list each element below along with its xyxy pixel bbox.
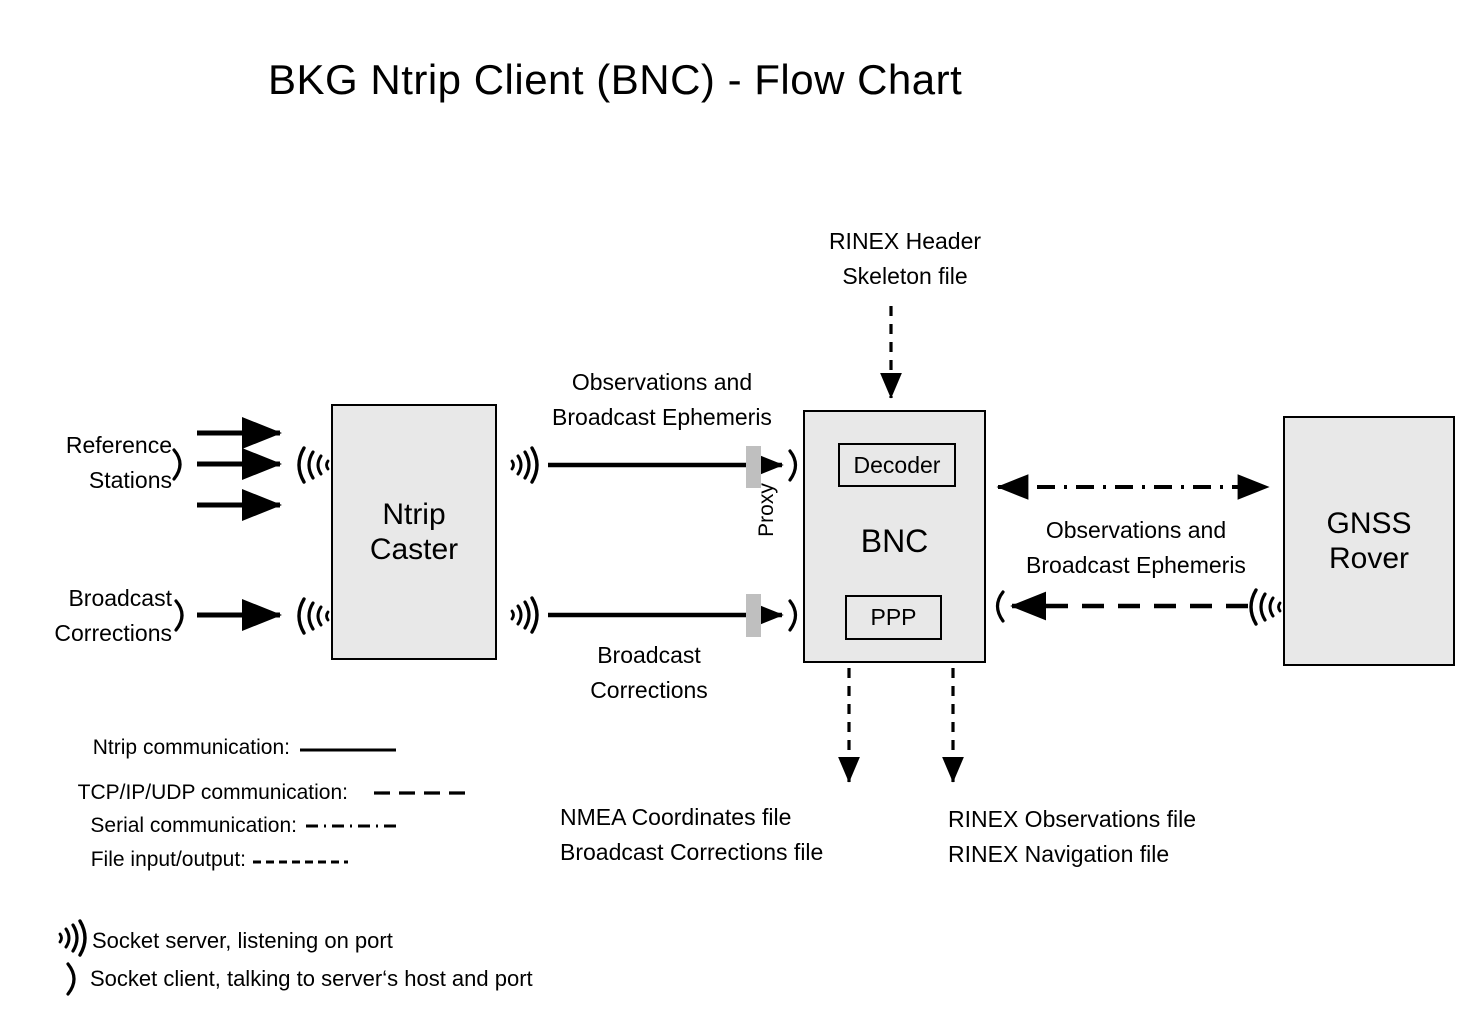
socket-server-icon-caster-in-bottom: [297, 597, 330, 635]
legend-ntrip-communication-label: Ntrip communication:: [92, 736, 290, 759]
label-observations-ephemeris-left: Observations and Broadcast Ephemeris: [552, 369, 772, 430]
edge-reference-stations-to-caster: [197, 416, 283, 521]
legend-socket-client-label: Socket client, talking to server‘s host …: [90, 966, 533, 991]
label-rinex-output-files: RINEX Observations file RINEX Navigation…: [948, 806, 1196, 867]
legend-socket-client-icon: [66, 962, 76, 996]
socket-server-icon-caster-out-top: [510, 446, 539, 484]
socket-client-icon-broadcast-corrections: [174, 599, 184, 632]
proxy-bar-bottom: [746, 594, 761, 637]
socket-client-icon-bnc-in-bottom: [788, 599, 798, 632]
bnc-label: BNC: [860, 523, 929, 559]
legend-socket-server-label: Socket server, listening on port: [92, 928, 393, 953]
label-broadcast-corrections-source: Broadcast Corrections: [54, 585, 172, 646]
label-rinex-header-skeleton-file: RINEX Header Skeleton file: [828, 228, 982, 289]
label-observations-ephemeris-right: Observations and Broadcast Ephemeris: [1026, 517, 1246, 578]
label-proxy: Proxy: [755, 483, 778, 537]
legend-socket-server-icon: [58, 919, 87, 957]
label-broadcast-corrections-mid: Broadcast Corrections: [590, 642, 708, 703]
socket-client-icon-bnc-in-top: [788, 449, 798, 482]
label-reference-stations: Reference Stations: [65, 432, 172, 493]
node-decoder[interactable]: Decoder: [838, 443, 956, 487]
legend-file-io-label: File input/output:: [90, 848, 246, 871]
node-gnss-rover[interactable]: GNSS Rover: [1283, 416, 1455, 666]
node-ppp[interactable]: PPP: [845, 595, 942, 640]
gnss-rover-label: GNSS Rover: [1326, 506, 1412, 575]
ntrip-caster-label: Ntrip Caster: [369, 497, 459, 566]
socket-server-icon-rover: [1249, 588, 1282, 626]
legend-tcp-communication-label: TCP/IP/UDP communication:: [77, 781, 348, 804]
proxy-bar-top: [746, 446, 761, 488]
page-title: BKG Ntrip Client (BNC) - Flow Chart: [268, 56, 963, 103]
label-nmea-output-files: NMEA Coordinates file Broadcast Correcti…: [560, 804, 824, 865]
decoder-label: Decoder: [853, 451, 941, 478]
ppp-label: PPP: [870, 604, 917, 630]
socket-server-icon-caster-in-top: [297, 446, 330, 484]
legend-serial-communication-label: Serial communication:: [90, 814, 297, 837]
socket-client-icon-reference-stations: [172, 448, 182, 481]
socket-client-icon-bnc-rover: [995, 590, 1005, 623]
socket-server-icon-caster-out-bottom: [510, 596, 539, 634]
node-ntrip-caster[interactable]: Ntrip Caster: [331, 404, 497, 660]
